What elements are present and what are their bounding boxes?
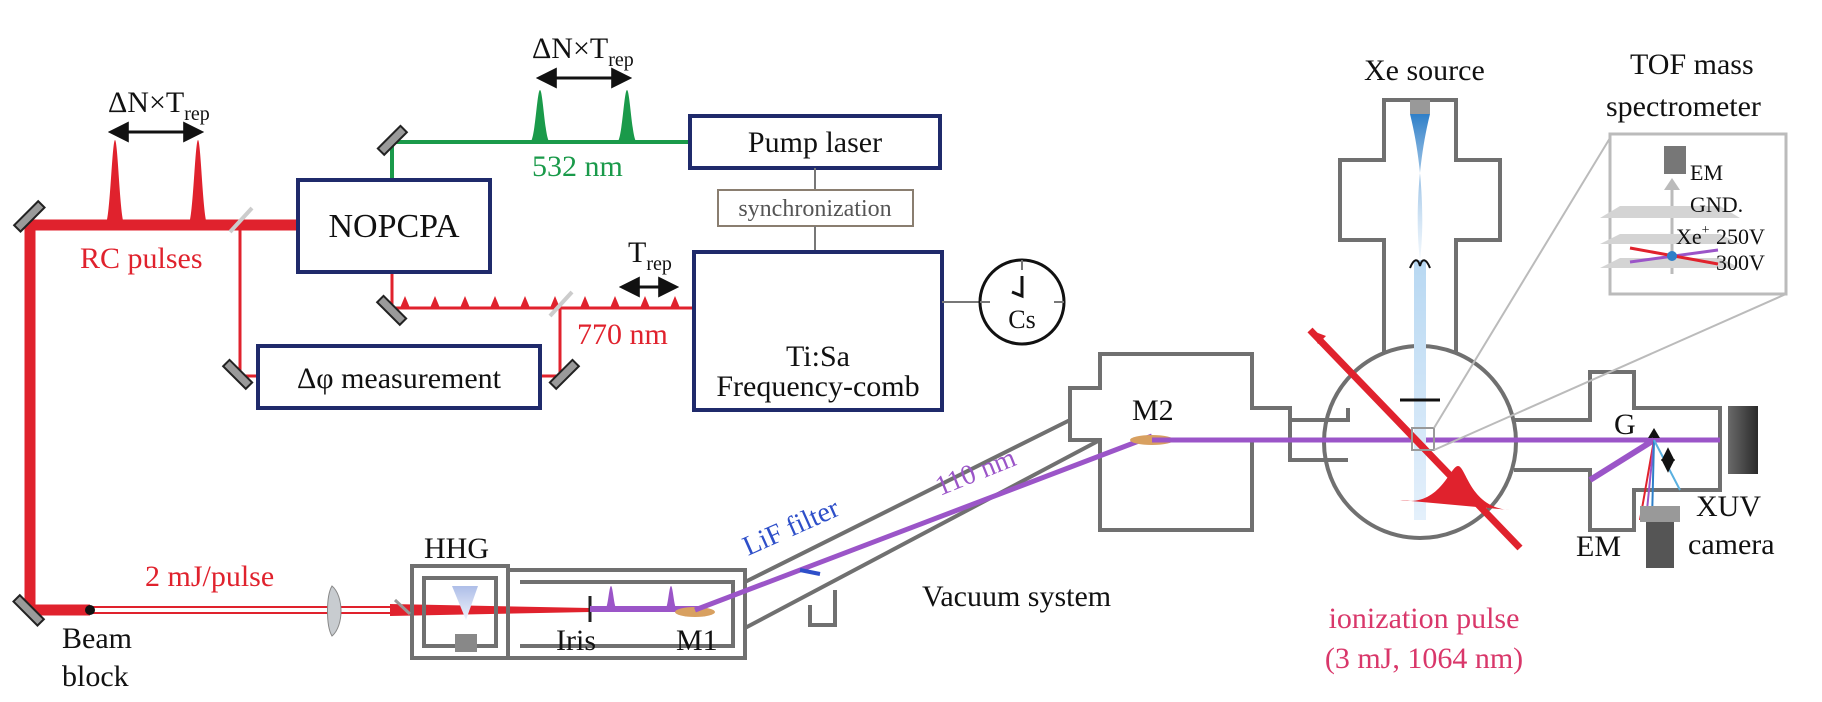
nopcpa-box: NOPCPA	[296, 178, 492, 274]
xe-nozzle	[1410, 100, 1430, 114]
beam-splitter-770	[548, 290, 574, 318]
m1-label: M1	[676, 624, 718, 657]
synchronization-box: synchronization	[717, 189, 914, 227]
hhg-gas-cone	[452, 586, 478, 620]
xuv-camera-label-2: camera	[1688, 528, 1775, 561]
mirror-green	[376, 124, 409, 157]
pump-laser-label: Pump laser	[748, 126, 882, 159]
frequency-comb-label: Frequency-comb	[716, 370, 919, 403]
vacuum-chambers	[410, 98, 1722, 660]
main-chamber	[1288, 408, 1350, 462]
delta-n-top-label: ΔN×Trep	[532, 32, 634, 71]
pulse-energy-label: 2 mJ/pulse	[145, 560, 274, 593]
wavelength-770-label: 770 nm	[577, 318, 668, 351]
ionization-beam	[1307, 327, 1523, 551]
comb-pulse-train	[400, 296, 680, 308]
frequency-comb-spectrum	[726, 266, 910, 332]
nopcpa-label: NOPCPA	[328, 208, 459, 245]
lif-tube	[744, 418, 1101, 630]
mirrors	[12, 124, 581, 627]
xe-jet	[1410, 114, 1430, 260]
v300-label: 300V	[1716, 250, 1765, 275]
xe-source-label: Xe source	[1364, 54, 1485, 87]
em-detector-bottom-icon	[1646, 520, 1674, 568]
vacuum-system-label: Vacuum system	[922, 580, 1111, 613]
gnd-plate	[1600, 206, 1740, 218]
phase-measurement-label: Δφ measurement	[297, 362, 502, 395]
xuv-pulse-1	[605, 586, 617, 609]
mirror-top-left	[12, 199, 46, 233]
tof-inset: EM GND. Xe+ 250V 300V	[1600, 132, 1788, 296]
iris-label: Iris	[556, 624, 596, 657]
skimmer-icon	[1409, 259, 1431, 269]
ionization-pulse-shape	[1400, 466, 1510, 510]
spectrometer-chamber	[1514, 370, 1722, 532]
mirror-m1	[675, 607, 715, 617]
iris-chamber	[508, 568, 747, 660]
m2-label: M2	[1132, 394, 1174, 427]
rc-pulses	[105, 140, 208, 225]
mirror-phase-right	[548, 358, 581, 391]
laser-beam-path	[24, 219, 700, 616]
hhg-label: HHG	[424, 532, 489, 565]
beam-block-icon	[85, 605, 95, 615]
xe-ion-label: Xe+	[1676, 223, 1710, 249]
mirror-phase-left	[221, 358, 254, 391]
ionization-pulse-label-1: ionization pulse	[1329, 602, 1520, 635]
xe-atomic-beam	[1414, 260, 1426, 520]
em-detector-icon	[1664, 146, 1686, 174]
synchronization-label: synchronization	[738, 196, 891, 222]
lens-splitter	[393, 598, 412, 616]
beam-block-label-2: block	[62, 660, 129, 693]
xuv-beam-2	[694, 433, 1153, 613]
focusing-lens	[327, 585, 342, 637]
cs-label: Cs	[1008, 305, 1035, 334]
plate-250v	[1600, 234, 1740, 244]
phase-measurement-box: Δφ measurement	[256, 344, 542, 410]
mirror-770	[375, 294, 408, 327]
rc-pulses-label: RC pulses	[80, 242, 203, 275]
em-bottom-label: EM	[1576, 530, 1621, 563]
ionization-pulse-label-2: (3 mJ, 1064 nm)	[1325, 642, 1523, 675]
xuv-camera-icon	[1728, 406, 1758, 474]
cs-clock-icon: Cs	[978, 258, 1066, 346]
xuv-pulse-2	[665, 586, 677, 609]
t-rep-label: Trep	[628, 236, 672, 275]
tisa-label: Ti:Sa	[786, 340, 850, 373]
grating-label: G	[1614, 408, 1636, 441]
v250-label: 250V	[1716, 224, 1765, 249]
beam-splitter-rc	[228, 206, 254, 234]
interaction-region	[1411, 427, 1435, 451]
lif-filter-label: LiF filter	[738, 492, 844, 562]
hhg-nozzle	[455, 634, 477, 652]
gnd-label: GND.	[1690, 192, 1743, 217]
tisa-comb-box: Ti:Sa Frequency-comb	[692, 250, 944, 412]
beam-block-label-1: Beam	[62, 622, 132, 655]
em-label-inset: EM	[1690, 160, 1723, 185]
grating-icon	[1648, 428, 1660, 438]
delta-n-left-label: ΔN×Trep	[108, 86, 210, 125]
tof-label-2: spectrometer	[1606, 90, 1761, 123]
wavelength-532-label: 532 nm	[532, 150, 623, 183]
lif-filter-icon	[799, 568, 821, 576]
tof-label-1: TOF mass	[1630, 48, 1754, 81]
xuv-camera-label-1: XUV	[1696, 490, 1761, 523]
pump-laser-box: Pump laser	[688, 114, 942, 170]
mirror-bottom-left	[12, 593, 46, 627]
